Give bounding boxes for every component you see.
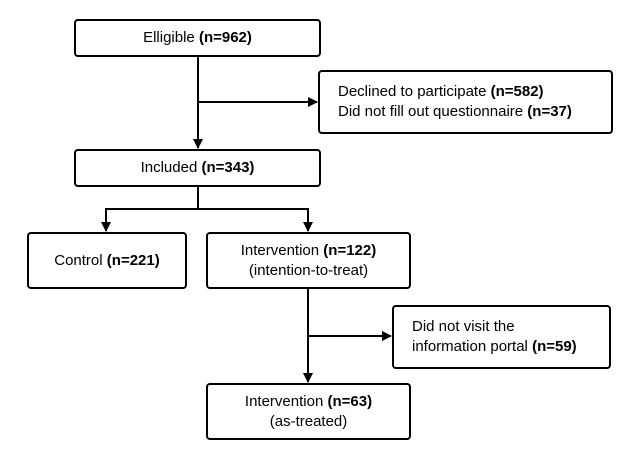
not-visited-line1: Did not visit the [412, 318, 515, 335]
intervention-itt-count: (n=122) [323, 241, 377, 259]
intervention-at-note: (as-treated) [269, 412, 348, 430]
intervention-itt-label: Intervention [240, 241, 320, 259]
included-box: Included (n=343) [74, 149, 321, 187]
control-count: (n=221) [106, 251, 160, 269]
not-visited-count: (n=59) [532, 338, 577, 355]
control-box: Control (n=221) [27, 232, 187, 289]
intervention-itt-text: Intervention (n=122) [241, 241, 377, 261]
not-visited-line2: information portal (n=59) [412, 337, 577, 357]
eligible-label: Elligible [143, 29, 195, 46]
declined-count: (n=582) [490, 83, 544, 100]
declined-label: Declined to participate [338, 83, 487, 100]
eligible-count: (n=962) [198, 29, 252, 46]
included-label: Included [140, 159, 198, 176]
included-count: (n=343) [201, 159, 255, 176]
excluded-box: Declined to participate (n=582) Did not … [318, 70, 613, 134]
not-visited-box: Did not visit the information portal (n=… [392, 305, 611, 369]
included-text: Included (n=343) [141, 158, 255, 178]
declined-text: Declined to participate (n=582) [338, 82, 544, 102]
control-label: Control [54, 251, 103, 269]
intervention-at-text: Intervention (n=63) [245, 392, 372, 412]
control-text: Control (n=221) [54, 251, 159, 271]
no-questionnaire-label: Did not fill out questionnaire [338, 103, 524, 120]
eligible-box: Elligible (n=962) [74, 19, 321, 57]
intervention-itt-note: (intention-to-treat) [248, 261, 369, 279]
intervention-at-count: (n=63) [327, 392, 373, 410]
no-questionnaire-text: Did not fill out questionnaire (n=37) [338, 102, 572, 122]
eligible-text: Elligible (n=962) [143, 28, 252, 48]
intervention-at-label: Intervention [244, 392, 324, 410]
no-questionnaire-count: (n=37) [527, 103, 572, 120]
intervention-at-box: Intervention (n=63) (as-treated) [206, 383, 411, 440]
not-visited-label: information portal [412, 338, 528, 355]
intervention-itt-box: Intervention (n=122) (intention-to-treat… [206, 232, 411, 289]
